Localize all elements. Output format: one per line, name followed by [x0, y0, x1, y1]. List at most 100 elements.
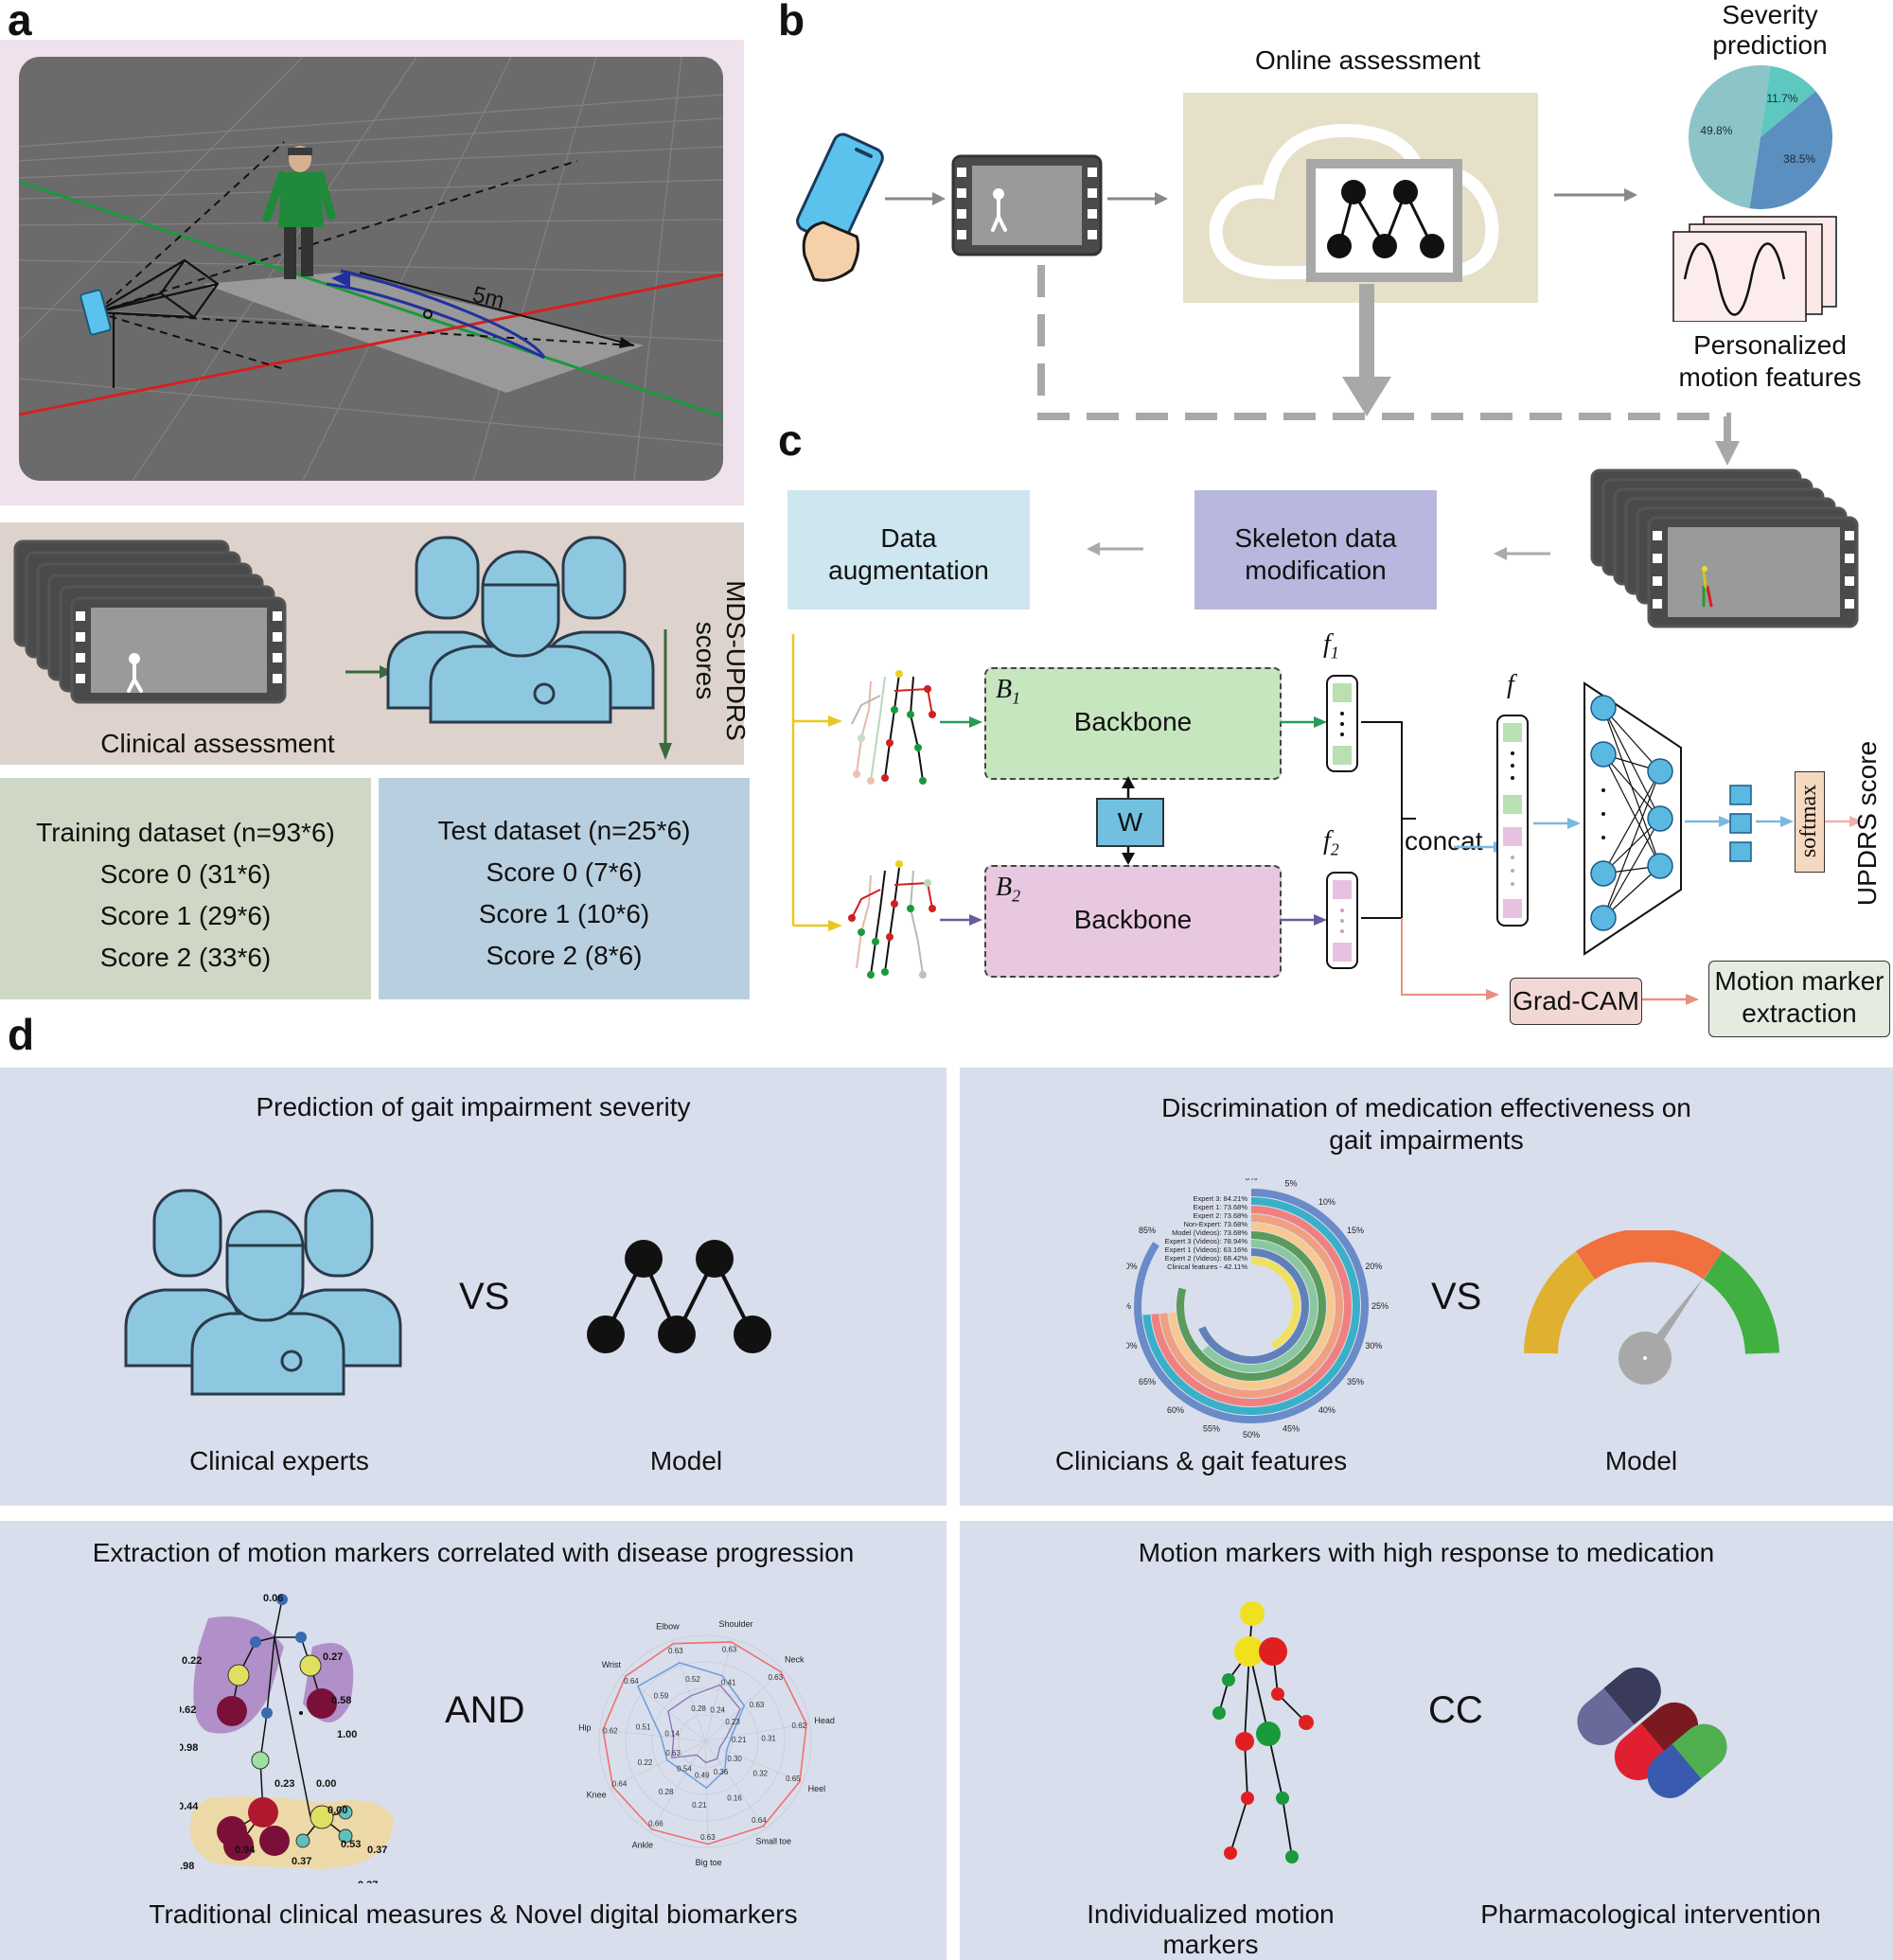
backbone-1-label: Backbone [1073, 707, 1193, 736]
radar-value-label: 0.14 [664, 1730, 680, 1739]
radar-value-label: 0.28 [691, 1704, 706, 1713]
radial-tick-label: 10% [1318, 1197, 1336, 1207]
panel-label-d: d [8, 1010, 35, 1059]
radial-bar [1142, 1197, 1360, 1415]
radar-axis [704, 1638, 733, 1742]
walking-person-icon [262, 146, 336, 279]
radar-grid [678, 1714, 733, 1769]
correlation-value: 0.58 [331, 1695, 351, 1706]
feature-vector-f2 [1326, 872, 1358, 969]
radar-value-label: 0.51 [636, 1722, 651, 1731]
concat-label: concat [1405, 826, 1483, 856]
radar-value-label: 0.21 [732, 1736, 747, 1744]
radar-axis [704, 1740, 804, 1783]
gait-recording-scene: 5m [19, 57, 723, 481]
radar-axis-label: Small toe [756, 1837, 792, 1846]
f1-label: f1 [1323, 629, 1339, 662]
q4-left-caption: Individualized motion markers [1087, 1899, 1335, 1959]
radial-tick-label: 80% [1126, 1262, 1138, 1271]
radar-value-label: 0.41 [721, 1679, 736, 1687]
q1-vs: VS [459, 1276, 510, 1317]
q3-caption: Traditional clinical measures & Novel di… [149, 1899, 798, 1929]
motion-feature-stack-icon [1672, 216, 1837, 322]
data-augmentation-box: Data augmentation [787, 490, 1030, 609]
radial-bar [1250, 1257, 1300, 1350]
test-score-1: Score 1 (10*6) [478, 899, 650, 928]
b2-label: B [996, 873, 1013, 902]
radar-axis-label: Wrist [602, 1660, 622, 1669]
arrow-right-icon [1825, 816, 1863, 827]
test-score-0: Score 0 (7*6) [486, 857, 643, 887]
clinicians-icon [124, 1189, 402, 1396]
q2-right-caption: Model [1604, 1446, 1678, 1475]
panel-label-c: c [778, 415, 803, 465]
radial-tick-label: 60% [1167, 1405, 1184, 1415]
correlation-value: 0.27 [323, 1651, 343, 1663]
skeleton-sequence-1-icon [851, 670, 936, 785]
radial-tick-label: 75% [1126, 1301, 1131, 1311]
panel-label-a: a [8, 0, 32, 44]
pie-slice [1760, 65, 1816, 137]
test-title: Test dataset (n=25*6) [437, 816, 691, 845]
neural-network-icon [1583, 681, 1682, 956]
radial-bar-label: Expert 1: 73.68% [1193, 1203, 1247, 1211]
radial-bar-label: Expert 1 (Videos): 63.16% [1165, 1245, 1248, 1254]
radial-bar [1168, 1223, 1335, 1389]
correlation-value: 0.62 [180, 1704, 196, 1716]
radar-value-label: 0.63 [665, 1749, 681, 1757]
arrow-right-icon [1280, 716, 1327, 728]
radial-tick-label: 85% [1139, 1226, 1156, 1235]
radar-value-label: 0.49 [695, 1772, 710, 1780]
pie-slice-label: 11.7% [1766, 92, 1797, 105]
radial-tick-label: 45% [1283, 1423, 1300, 1433]
quadrant-gait-severity: Prediction of gait impairment severity V… [0, 1068, 946, 1506]
pills-icon [1577, 1667, 1727, 1798]
radar-value-label: 0.63 [700, 1833, 716, 1842]
correlation-value: 0.37 [367, 1845, 387, 1856]
video-stack-icon [13, 539, 287, 704]
radar-axis-label: Heel [808, 1784, 826, 1793]
correlation-value: 0.44 [180, 1801, 199, 1812]
correlation-value: 0.37 [292, 1856, 311, 1867]
q3-title: Extraction of motion markers correlated … [92, 1538, 855, 1567]
radar-grid [598, 1634, 812, 1848]
output-vector-icon [1729, 785, 1752, 862]
radar-series-line [636, 1662, 746, 1790]
radial-bar-label: Expert 3 (Videos): 78.94% [1165, 1237, 1248, 1245]
backbone-2-label: Backbone [1073, 905, 1193, 934]
pie-slice [1749, 91, 1832, 209]
radar-axis-label: Knee [587, 1791, 607, 1800]
online-assessment-label: Online assessment [1254, 45, 1481, 75]
radar-series-line [667, 1684, 741, 1764]
radial-bar [1202, 1240, 1318, 1372]
radial-bar-label: Clinical features - 42.11% [1167, 1263, 1247, 1271]
skeleton-modification-label-2: modification [1245, 556, 1387, 585]
correlation-value: 0.23 [274, 1778, 294, 1790]
pie-slice [1688, 64, 1771, 209]
radial-bar-label: Non-Expert: 73.68% [1183, 1220, 1247, 1228]
radar-value-label: 0.63 [768, 1673, 783, 1682]
severity-pie-chart: 11.7%38.5%49.8% [1688, 64, 1832, 209]
radar-value-label: 0.24 [710, 1706, 725, 1715]
radar-value-label: 0.65 [786, 1775, 801, 1783]
radar-value-label: 0.28 [659, 1788, 674, 1796]
q2-vs: VS [1431, 1276, 1482, 1317]
radial-tick-label: 70% [1126, 1341, 1138, 1351]
correlation-value: 0.22 [182, 1655, 202, 1667]
radar-value-label: 0.52 [685, 1675, 700, 1684]
correlation-value: 0.00 [327, 1805, 347, 1816]
radial-bar-label: Expert 2: 73.68% [1193, 1211, 1247, 1220]
radial-bar [1159, 1214, 1343, 1398]
correlation-value: 0.37 [358, 1880, 378, 1883]
branch-connector [791, 634, 842, 931]
arrow-right-icon [1107, 192, 1168, 205]
radar-axis-label: Shoulder [718, 1619, 752, 1629]
radar-value-label: 0.62 [603, 1727, 618, 1736]
correlation-value: 1.00 [337, 1729, 357, 1740]
arrow-right-icon [1756, 816, 1794, 827]
training-score-2: Score 2 (33*6) [99, 943, 272, 972]
test-dataset-box: Test dataset (n=25*6) Score 0 (7*6) Scor… [379, 778, 750, 999]
